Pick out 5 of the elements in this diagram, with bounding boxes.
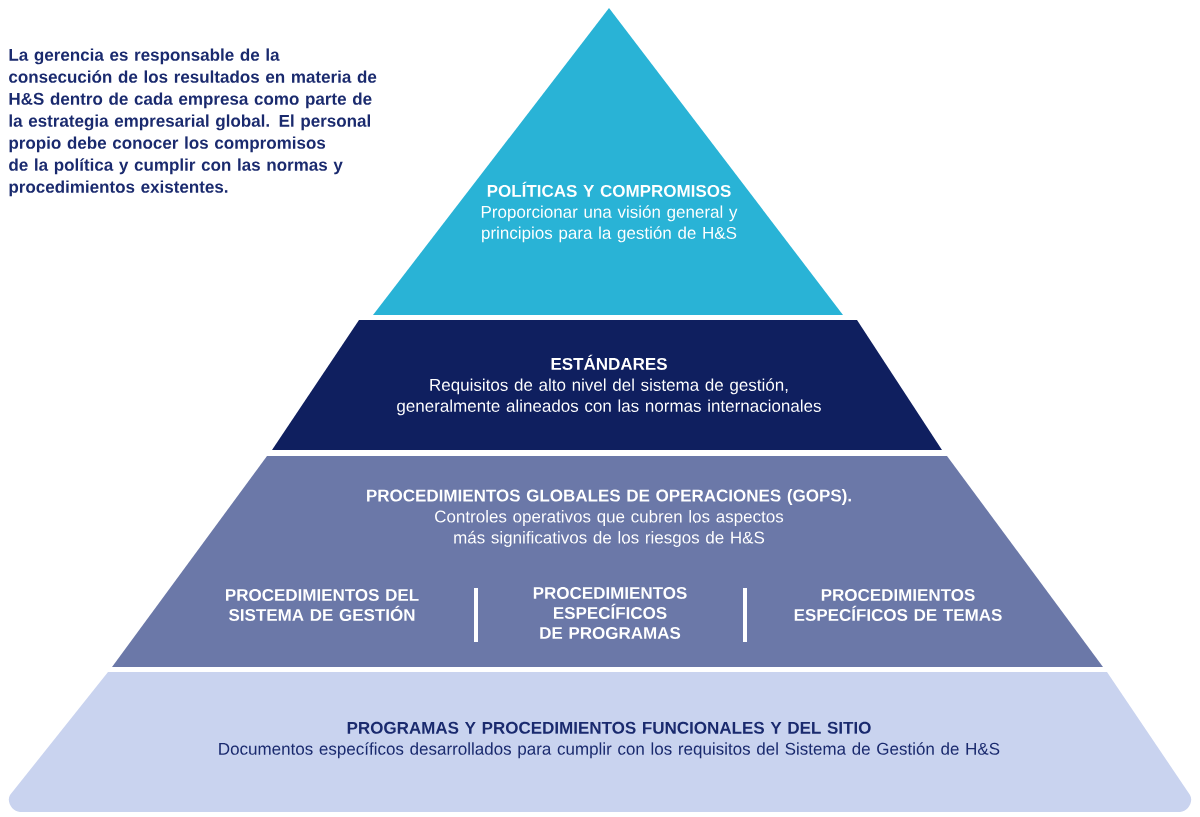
category-label: PROCEDIMIENTOS DEL SISTEMA DE GESTIÓN — [226, 589, 419, 621]
category-label: PROCEDIMIENTOS ESPECÍFICOS DE TEMAS — [794, 589, 1002, 621]
pyramid-tier: PROGRAMAS Y PROCEDIMIENTOS FUNCIONALES Y DEL SITIO Documentos específicos desarrollados para cumplir con los requisitos del Sistema de Gestión de H&S — [8, 672, 1192, 812]
category-label: PROCEDIMIENTOS ESPECÍFICOS DE PROGRAMAS — [533, 587, 687, 639]
pyramid-tier: ESTÁNDARES Requisitos de alto nivel del sistema de gestión, generalmente alineados con las normas internacionales — [272, 320, 942, 450]
